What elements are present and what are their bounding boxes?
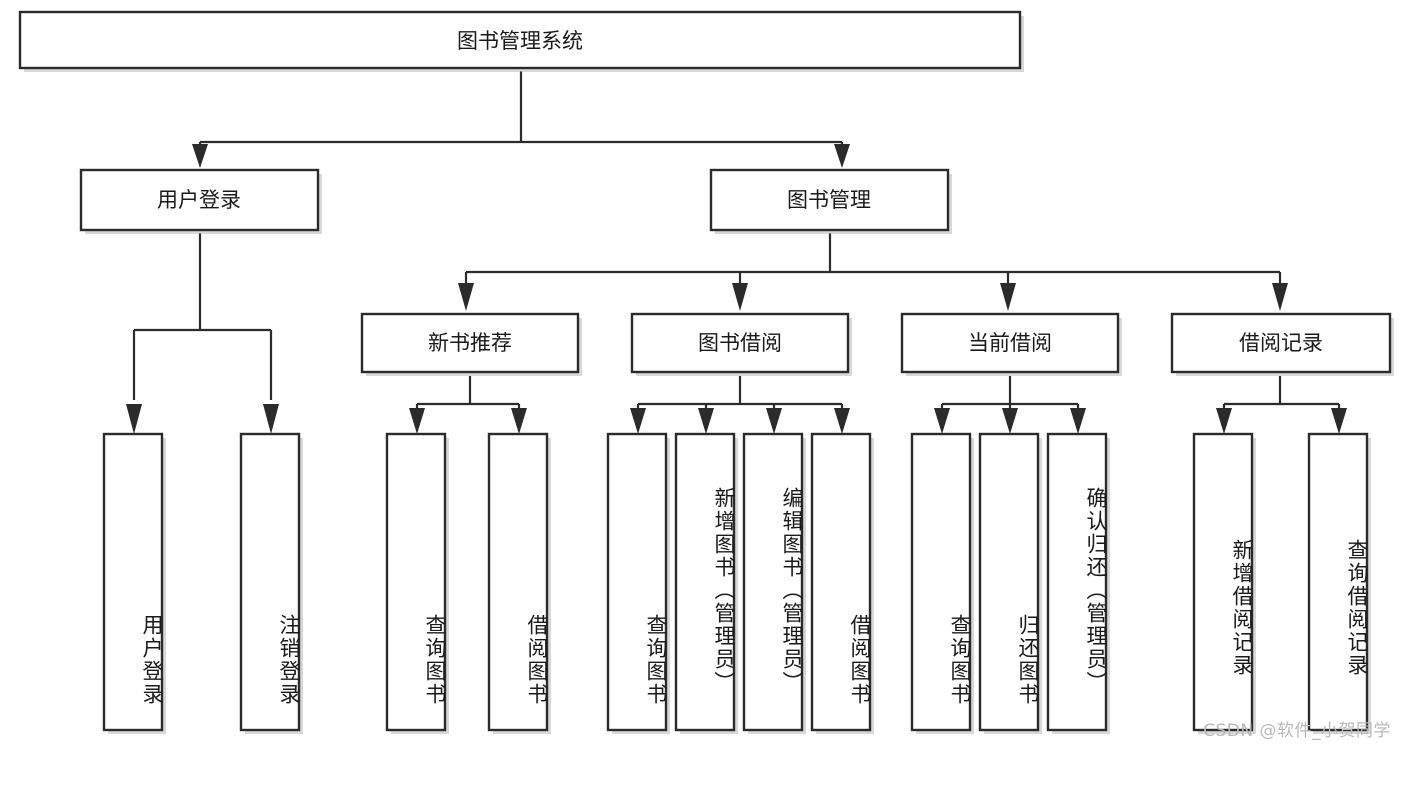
node-book-borrow[interactable]: 图书借阅	[630, 312, 852, 376]
node-book-management-box[interactable]	[709, 168, 950, 232]
leaf-user-login-logout-box[interactable]	[239, 432, 301, 732]
arrow-current-borrow-leaf-1	[934, 408, 950, 434]
node-current-borrow-label: 当前借阅	[968, 331, 1052, 355]
node-book-management[interactable]: 图书管理	[709, 168, 952, 234]
leaf-book-borrow-edit-box[interactable]	[742, 432, 804, 732]
node-root[interactable]: 图书管理系统	[18, 10, 1024, 72]
leaf-book-borrow-query[interactable]	[606, 432, 670, 734]
node-borrow-record-label: 借阅记录	[1239, 331, 1323, 355]
leaf-borrow-record-query-box[interactable]	[1307, 432, 1369, 732]
watermark-text: CSDN @软件_小贺同学	[1203, 721, 1391, 741]
flowchart-svg: 图书管理系统 用户登录 图书管理 新书推荐	[18, 10, 1394, 734]
arrow-book-borrow-leaf-1	[630, 408, 646, 434]
node-current-borrow-box[interactable]	[900, 312, 1120, 374]
arrow-current-borrow-leaf-3	[1070, 408, 1086, 434]
leaf-current-borrow-query[interactable]	[910, 432, 974, 734]
node-book-management-label: 图书管理	[787, 188, 871, 212]
node-root-box[interactable]	[18, 10, 1022, 70]
node-root-label: 图书管理系统	[457, 29, 583, 53]
leaf-current-borrow-confirm-box[interactable]	[1046, 432, 1108, 732]
leaf-current-borrow-return[interactable]	[978, 432, 1042, 734]
leaf-book-borrow-add-box[interactable]	[674, 432, 736, 732]
leaf-user-login-login[interactable]	[102, 432, 166, 734]
leaf-new-book-query[interactable]	[385, 432, 449, 734]
arrow-user-login-leaf-1	[126, 404, 142, 434]
leaf-current-borrow-query-box[interactable]	[910, 432, 972, 732]
node-borrow-record[interactable]: 借阅记录	[1170, 312, 1394, 376]
arrow-book-borrow-leaf-2	[698, 408, 714, 434]
node-book-borrow-label: 图书借阅	[698, 331, 782, 355]
arrow-book-borrow-leaf-4	[834, 408, 850, 434]
arrow-current-borrow-leaf-2	[1002, 408, 1018, 434]
leaf-book-borrow-query-box[interactable]	[606, 432, 668, 732]
leaf-current-borrow-confirm[interactable]	[1046, 432, 1110, 734]
arrow-book-mgmt-to-book-borrow	[732, 283, 748, 311]
leaf-book-borrow-borrow[interactable]	[810, 432, 874, 734]
arrow-borrow-record-leaf-1	[1216, 408, 1232, 434]
arrow-user-login-leaf-2	[263, 404, 279, 434]
arrow-book-borrow-leaf-3	[766, 408, 782, 434]
node-user-login-label: 用户登录	[157, 188, 241, 212]
node-borrow-record-box[interactable]	[1170, 312, 1392, 374]
arrow-book-mgmt-to-new-book	[458, 283, 474, 311]
node-current-borrow[interactable]: 当前借阅	[900, 312, 1122, 376]
node-user-login-box[interactable]	[79, 168, 320, 232]
connector-layer	[126, 71, 1347, 434]
leaf-user-login-login-box[interactable]	[102, 432, 164, 732]
leaf-borrow-record-add-box[interactable]	[1192, 432, 1254, 732]
leaf-current-borrow-return-box[interactable]	[978, 432, 1040, 732]
leaf-book-borrow-borrow-box[interactable]	[810, 432, 872, 732]
leaf-book-borrow-add[interactable]	[674, 432, 738, 734]
arrow-root-to-user-login	[192, 144, 208, 168]
arrow-book-mgmt-to-borrow-record	[1272, 283, 1288, 311]
arrow-book-mgmt-to-current-borrow	[1000, 283, 1016, 311]
leaf-new-book-borrow-box[interactable]	[487, 432, 549, 732]
leaf-borrow-record-add[interactable]	[1192, 432, 1256, 734]
node-user-login[interactable]: 用户登录	[79, 168, 322, 234]
leaf-new-book-borrow[interactable]	[487, 432, 551, 734]
leaf-user-login-logout[interactable]	[239, 432, 303, 734]
leaf-new-book-query-box[interactable]	[385, 432, 447, 732]
node-layer: 图书管理系统 用户登录 图书管理 新书推荐	[18, 10, 1394, 734]
leaf-book-borrow-edit[interactable]	[742, 432, 806, 734]
node-new-book-recommend-label: 新书推荐	[428, 331, 512, 355]
node-new-book-recommend-box[interactable]	[360, 312, 580, 374]
node-book-borrow-box[interactable]	[630, 312, 850, 374]
arrow-borrow-record-leaf-2	[1331, 408, 1347, 434]
node-new-book-recommend[interactable]: 新书推荐	[360, 312, 582, 376]
arrow-new-book-leaf-2	[511, 408, 527, 434]
arrow-root-to-book-mgmt	[834, 144, 850, 168]
leaf-borrow-record-query[interactable]	[1307, 432, 1371, 734]
diagram-canvas: 图书管理系统 用户登录 图书管理 新书推荐	[18, 10, 1394, 741]
arrow-new-book-leaf-1	[409, 408, 425, 434]
